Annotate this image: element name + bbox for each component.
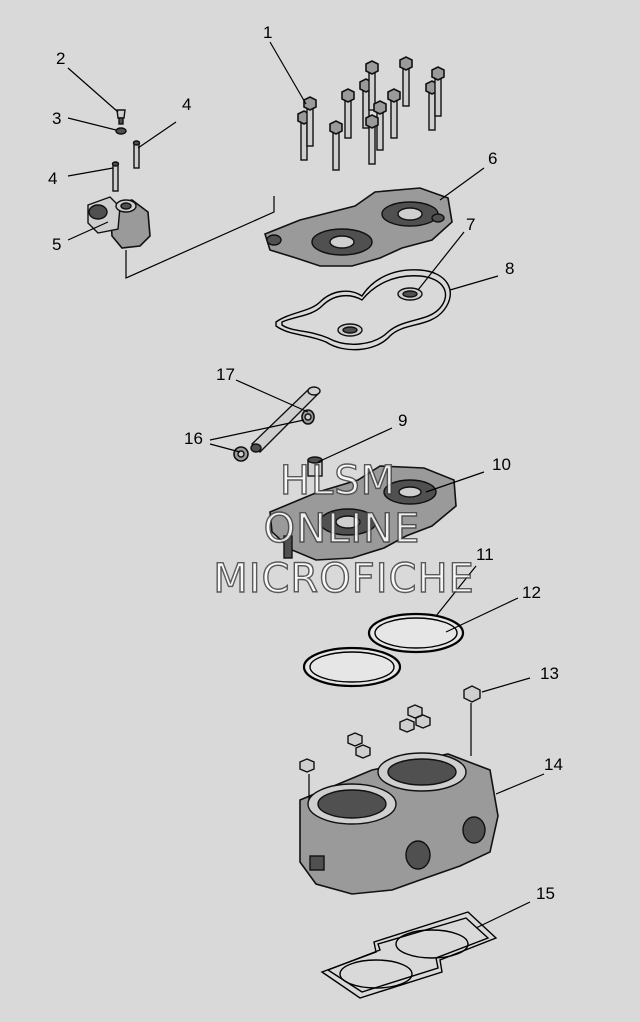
callout-9: 9 [398, 411, 407, 430]
bolt-head [373, 100, 387, 115]
assembly-leader-5-to-6 [125, 196, 275, 279]
callout-14: 14 [544, 755, 563, 774]
bolt-head [399, 56, 413, 71]
bolt-head [365, 114, 379, 129]
callout-16: 16 [184, 429, 203, 448]
leader-lines [67, 41, 545, 929]
part-12-cylinder-o-ring [302, 646, 402, 688]
part-15-base-gasket [320, 911, 498, 999]
watermark-line-1: HLSM [280, 458, 396, 504]
callout-2: 2 [56, 49, 65, 68]
bolt-shaft [390, 97, 398, 139]
watermark-line-3: MICROFICHE [213, 556, 475, 602]
bolt-shaft [306, 105, 314, 147]
callout-15: 15 [536, 884, 555, 903]
callout-12: 12 [522, 583, 541, 602]
bolt-head [329, 120, 343, 135]
bolt-head [303, 96, 317, 111]
bolt-shaft [434, 75, 442, 117]
part-3-washer [115, 127, 127, 135]
callout-1: 1 [263, 23, 272, 42]
callout-7: 7 [466, 215, 475, 234]
bolt-head [387, 88, 401, 103]
bolt-shaft [332, 129, 340, 171]
callout-11: 11 [476, 545, 494, 564]
part-14-cylinder-block [299, 752, 499, 895]
bolt-shaft [402, 65, 410, 107]
part-4-stud-left [111, 161, 120, 192]
bolt-shaft [376, 109, 384, 151]
part-8-head-seal [275, 269, 451, 351]
part-17-bypass-tube [250, 386, 321, 453]
part-11-cylinder-o-ring [367, 612, 465, 654]
part-10-cylinder-head [269, 465, 457, 561]
callout-6: 6 [488, 149, 497, 168]
part-2-screw [116, 109, 126, 125]
callout-4-upper: 4 [182, 95, 191, 114]
part-1-head-bolts [297, 56, 445, 171]
part-13-nuts [299, 685, 481, 773]
bolt-shaft [300, 119, 308, 161]
part-5-thermostat-housing [87, 196, 151, 249]
part-6-head-cover [264, 187, 453, 267]
part-16-hose-clamps [233, 409, 315, 462]
watermark-line-2: ONLINE [264, 506, 421, 552]
bolt-shaft [344, 97, 352, 139]
callout-17: 17 [216, 365, 235, 384]
bolt-shaft [368, 123, 376, 165]
bolt-head [431, 66, 445, 81]
callout-3: 3 [52, 109, 61, 128]
callout-8: 8 [505, 259, 514, 278]
watermark: HLSM ONLINE MICROFICHE [212, 457, 475, 602]
part-7-o-ring [337, 287, 423, 337]
callout-4-lower: 4 [48, 169, 57, 188]
part-4-stud-right [132, 140, 141, 169]
bolt-head [341, 88, 355, 103]
callout-5: 5 [52, 235, 61, 254]
callout-10: 10 [492, 455, 511, 474]
callout-labels: 1 2 3 4 4 5 6 7 8 9 10 11 12 13 14 15 16… [48, 23, 563, 903]
bolt-head [365, 60, 379, 75]
callout-13: 13 [540, 664, 559, 683]
bolt-shaft [428, 89, 436, 131]
